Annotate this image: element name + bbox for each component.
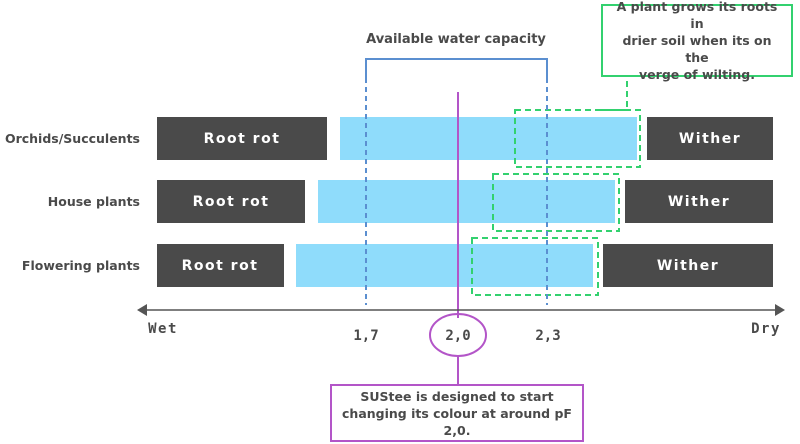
root-rot-box-house — [157, 180, 305, 223]
row-label-flowering: Flowering plants — [22, 258, 140, 273]
wither-box-house — [625, 180, 773, 223]
row-label-orchids: Orchids/Succulents — [5, 131, 140, 146]
wither-label-flowering: Wither — [657, 258, 719, 274]
wither-box-flowering — [603, 244, 773, 287]
axis-arrow-right — [775, 304, 785, 316]
axis-arrow-left — [137, 304, 147, 316]
roots-callout-text: A plant grows its roots in drier soil wh… — [616, 0, 778, 82]
capacity-bracket — [365, 58, 548, 78]
drier-roots-zone-orchids — [514, 109, 641, 168]
row-label-house: House plants — [48, 194, 140, 209]
roots-drier-soil-callout: A plant grows its roots in drier soil wh… — [601, 0, 793, 82]
wither-label-house: Wither — [668, 194, 730, 210]
tick-2-3: 2,3 — [535, 328, 560, 344]
root-rot-box-flowering — [157, 244, 284, 287]
tick-2-0: 2,0 — [445, 328, 470, 344]
root-rot-box-orchids — [157, 117, 327, 160]
water-bar-flowering — [296, 244, 593, 287]
axis-label-wet: Wet — [148, 321, 178, 337]
root-rot-label-orchids: Root rot — [204, 131, 281, 147]
axis-label-dry: Dry — [751, 321, 781, 337]
sustee-callout-text: SUStee is designed to start changing its… — [342, 388, 572, 438]
water-bar-house — [318, 180, 615, 223]
drier-roots-zone-house — [492, 173, 620, 232]
root-rot-label-house: Root rot — [193, 194, 270, 210]
water-bar-orchids — [340, 117, 637, 160]
capacity-title: Available water capacity — [366, 32, 546, 47]
sustee-callout: SUStee is designed to start changing its… — [330, 384, 584, 442]
wither-label-orchids: Wither — [679, 131, 741, 147]
tick-1-7: 1,7 — [353, 328, 378, 344]
drier-roots-zone-flowering — [471, 237, 599, 296]
wither-box-orchids — [647, 117, 773, 160]
root-rot-label-flowering: Root rot — [182, 258, 259, 274]
